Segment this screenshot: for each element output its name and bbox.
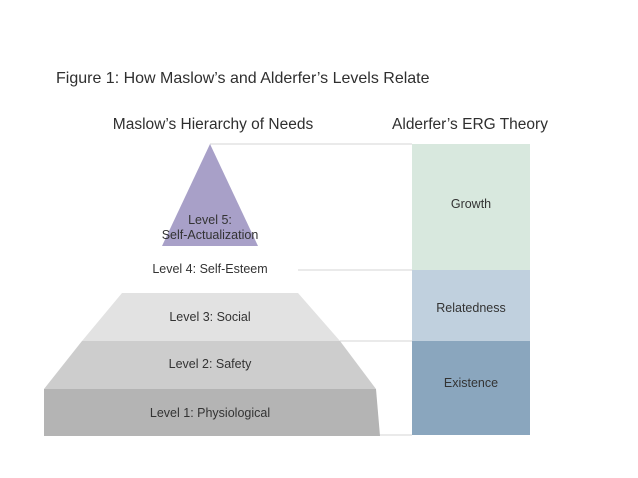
- pyramid-level-5: [162, 144, 258, 246]
- level-3-label: Level 3: Social: [169, 310, 251, 324]
- level-5-number: Level 5:: [188, 213, 232, 227]
- figure-title: Figure 1: How Maslow’s and Alderfer’s Le…: [56, 70, 430, 87]
- level-2-label: Level 2: Safety: [168, 357, 252, 371]
- level-5-name: Self-Actualization: [161, 228, 259, 242]
- erg-existence-label: Existence: [443, 376, 499, 390]
- pyramid-level-4: [122, 246, 298, 293]
- pyramid-level-1: [44, 389, 380, 436]
- pyramid-level-2: [44, 341, 376, 389]
- erg-relatedness-label: Relatedness: [436, 301, 506, 315]
- level-1-label: Level 1: Physiological: [149, 406, 271, 420]
- level-4-label: Level 4: Self-Esteem: [152, 262, 268, 276]
- pyramid-level-3: [82, 293, 340, 341]
- erg-heading: Alderfer’s ERG Theory: [392, 116, 548, 133]
- erg-growth-box: [412, 144, 530, 270]
- erg-growth-label: Growth: [450, 197, 492, 211]
- level-5-label: Level 5: Self-Actualization: [150, 213, 270, 243]
- erg-existence-box: [412, 341, 530, 435]
- maslow-heading: Maslow’s Hierarchy of Needs: [112, 116, 314, 133]
- erg-relatedness-box: [412, 270, 530, 341]
